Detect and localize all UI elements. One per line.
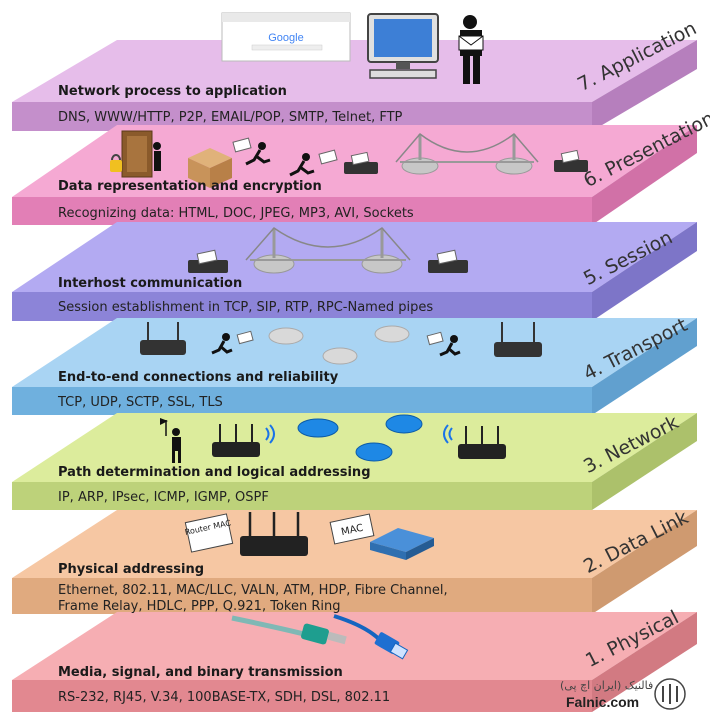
layer-3-front-face bbox=[12, 482, 592, 510]
layer-3-side-face bbox=[592, 413, 697, 510]
wifi-signal-icon bbox=[443, 424, 453, 444]
ethernet-cable-icon bbox=[333, 614, 409, 660]
layer-2-protocols-line2: Frame Relay, HDLC, PPP, Q.921, Token Rin… bbox=[58, 599, 341, 614]
door-lock-icon bbox=[110, 130, 161, 178]
flag-person-icon bbox=[160, 418, 181, 463]
package-icon bbox=[188, 148, 232, 188]
running-messenger-icon bbox=[426, 331, 461, 357]
running-messenger-icon bbox=[289, 149, 338, 177]
layer-2-side-face bbox=[592, 510, 697, 614]
layer-6-side-face bbox=[592, 125, 697, 225]
router-icon bbox=[344, 151, 378, 174]
layer-2-protocols: Ethernet, 802.11, MAC/LLC, VALN, ATM, HD… bbox=[58, 583, 448, 598]
brand-logo-icon bbox=[654, 678, 686, 710]
layer-1-front-face bbox=[12, 680, 592, 712]
running-messenger-icon bbox=[232, 137, 271, 166]
router-icon bbox=[458, 426, 506, 459]
router-icon bbox=[554, 149, 588, 172]
router-icon: Router MAC bbox=[184, 512, 308, 556]
mac-tag: MAC bbox=[340, 523, 364, 538]
layer-7-title: Network process to application bbox=[58, 84, 287, 99]
brand-english: Falnic.com bbox=[566, 694, 640, 710]
router-icon bbox=[188, 249, 228, 273]
layer-1-side-face bbox=[592, 612, 697, 712]
layer-4-title: End-to-end connections and reliability bbox=[58, 370, 339, 385]
layer-2-top-face bbox=[12, 510, 697, 578]
router-icon bbox=[297, 414, 423, 462]
person-with-envelope-icon bbox=[458, 15, 484, 84]
fiber-cable-icon bbox=[231, 615, 347, 645]
layer-4-side-face bbox=[592, 318, 697, 415]
layer-7-protocols: DNS, WWW/HTTP, P2P, EMAIL/POP, SMTP, Tel… bbox=[58, 110, 403, 125]
desktop-computer-icon bbox=[367, 13, 439, 79]
bridge-icon bbox=[245, 226, 411, 274]
layer-2-title: Physical addressing bbox=[58, 562, 205, 577]
layer-4-protocols: TCP, UDP, SCTP, SSL, TLS bbox=[58, 395, 223, 410]
layer-5-protocols: Session establishment in TCP, SIP, RTP, … bbox=[58, 300, 434, 315]
router-icon bbox=[428, 249, 468, 273]
layer-6-title: Data representation and encryption bbox=[58, 179, 322, 194]
router-icon bbox=[212, 424, 260, 457]
layer-6-front-face bbox=[12, 197, 592, 225]
layer-3-protocols: IP, ARP, IPsec, ICMP, IGMP, OSPF bbox=[58, 490, 269, 505]
layer-6-protocols: Recognizing data: HTML, DOC, JPEG, MP3, … bbox=[58, 206, 414, 221]
router-icon bbox=[140, 322, 186, 355]
browser-window-icon: Google bbox=[221, 12, 351, 62]
layer-5-title: Interhost communication bbox=[58, 276, 243, 291]
layer-1-top-face bbox=[12, 612, 697, 680]
layer-5-side-face bbox=[592, 222, 697, 321]
layer-5-top-face bbox=[12, 222, 697, 292]
layer-5-front-face bbox=[12, 292, 592, 321]
router-icon bbox=[268, 325, 410, 365]
bridge-icon bbox=[395, 132, 539, 175]
layer-7-side-face bbox=[592, 40, 697, 131]
running-messenger-icon bbox=[211, 330, 254, 355]
layer-4-front-face bbox=[12, 387, 592, 415]
brand-persian: فالنیک (ایران اچ پی) bbox=[560, 679, 654, 692]
layer-3-top-face bbox=[12, 413, 697, 482]
router-icon bbox=[494, 322, 542, 357]
wifi-signal-icon bbox=[265, 424, 275, 444]
layer-1-protocols: RS-232, RJ45, V.34, 100BASE-TX, SDH, DSL… bbox=[58, 690, 391, 705]
layer-1-title: Media, signal, and binary transmission bbox=[58, 665, 343, 680]
layer-7-top-face bbox=[12, 40, 697, 102]
layer-3-title: Path determination and logical addressin… bbox=[58, 465, 371, 480]
switch-icon: MAC bbox=[329, 513, 434, 560]
layer-2-front-face bbox=[12, 578, 592, 614]
google-logo: Google bbox=[268, 32, 303, 44]
